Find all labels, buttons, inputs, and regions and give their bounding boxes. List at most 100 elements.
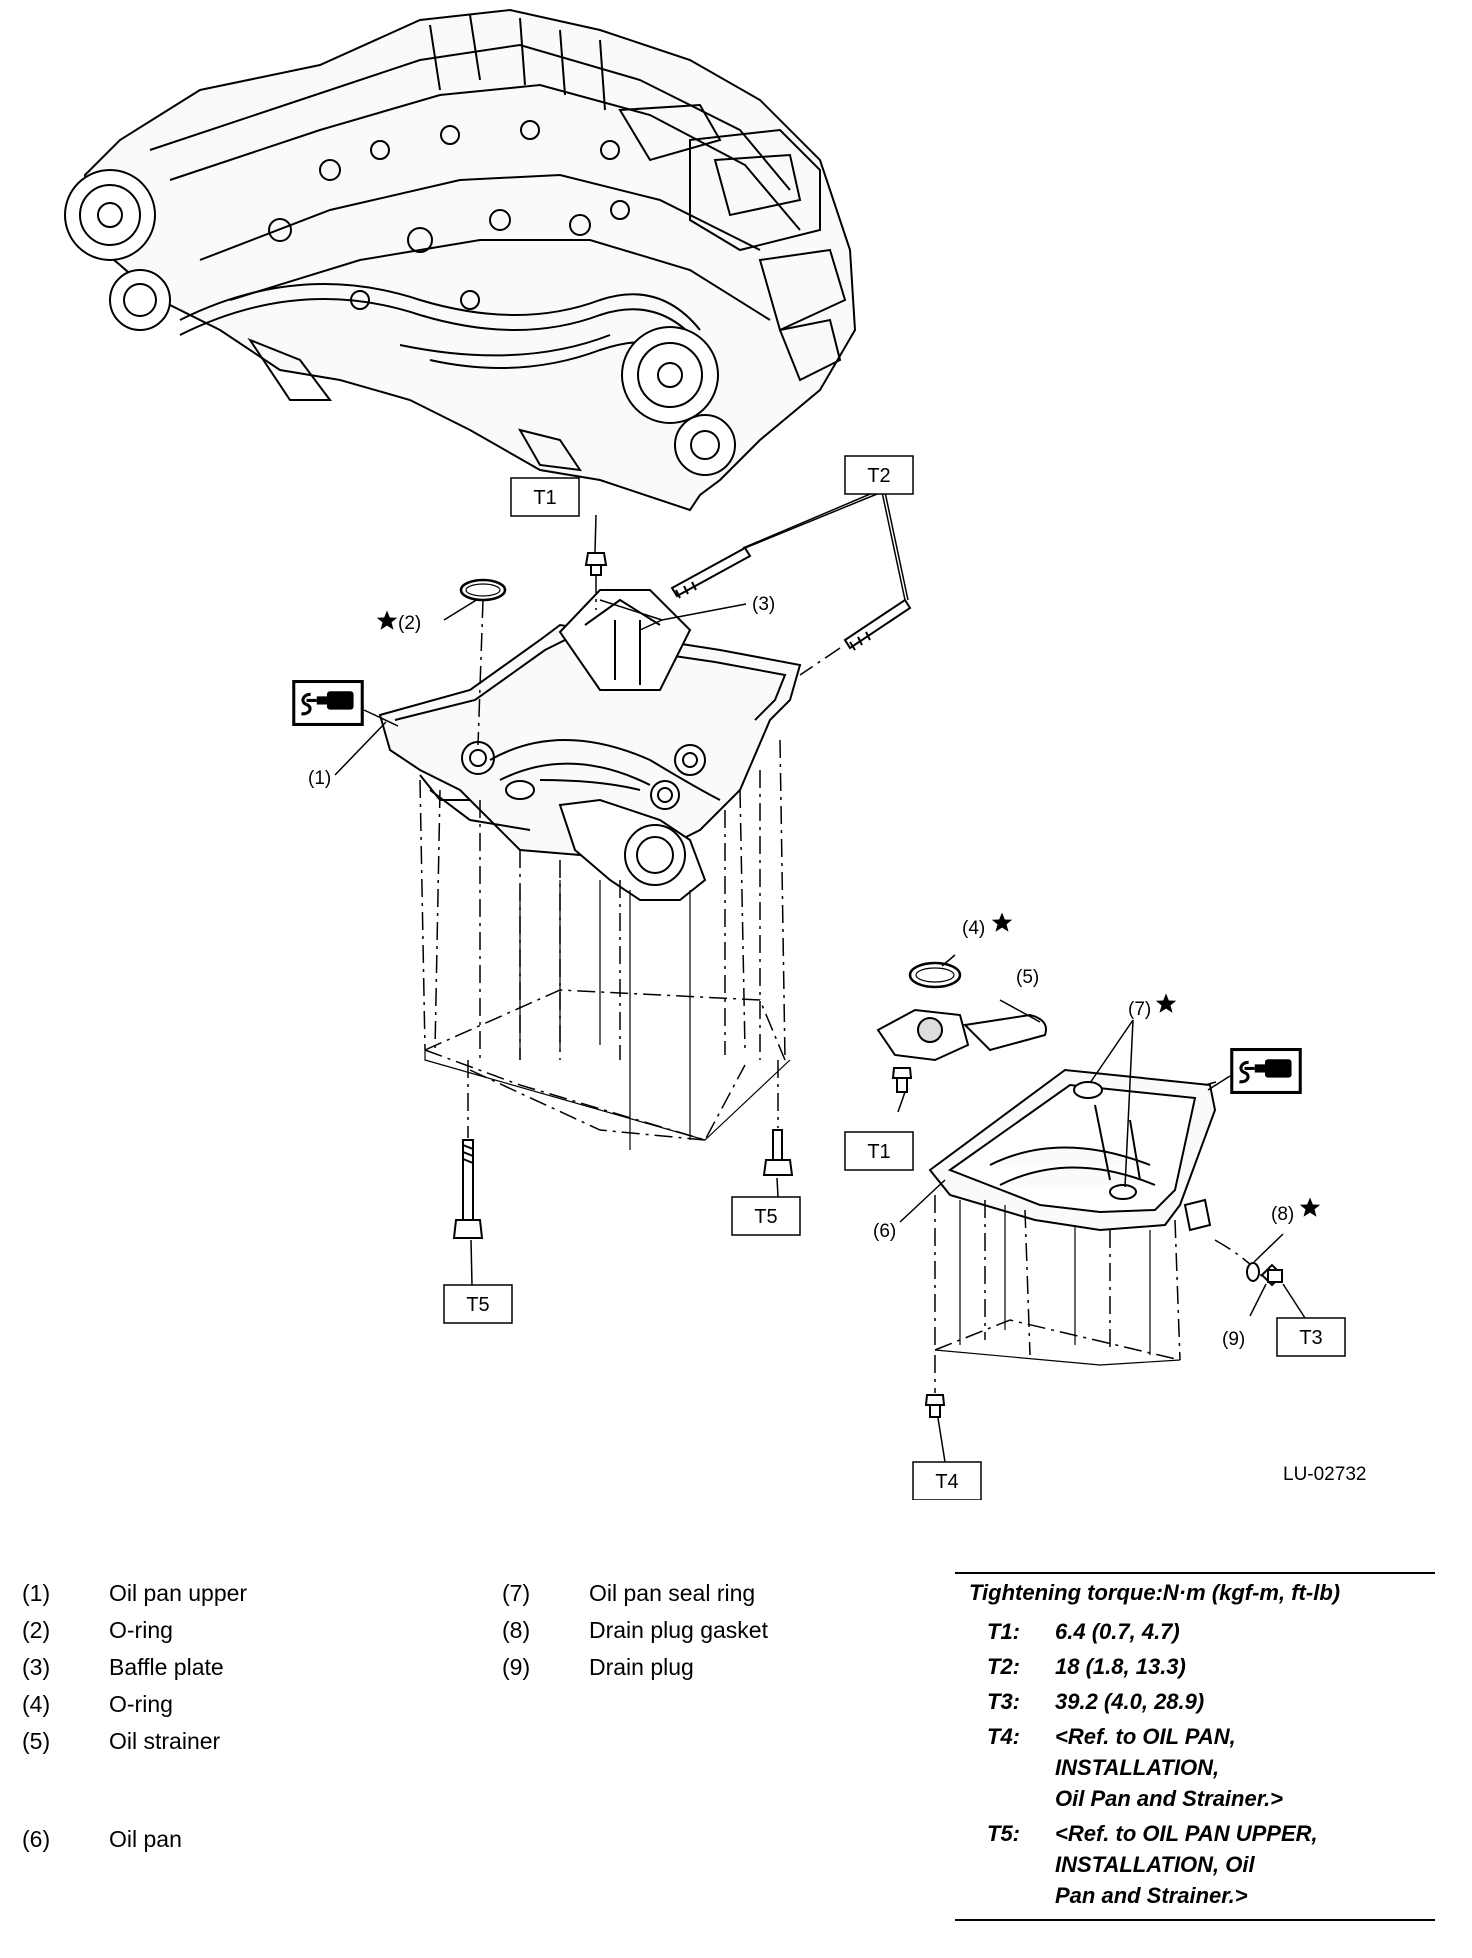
legend-text: O-ring [109, 1691, 173, 1717]
torque-value: 6.4 (0.7, 4.7) [1055, 1619, 1180, 1644]
legend-text: O-ring [109, 1617, 173, 1643]
torque-callout-t1-strainer: T1 [844, 1131, 914, 1171]
legend-item: (5) Oil strainer [0, 1723, 480, 1760]
legend-number: (1) [22, 1580, 51, 1606]
engine-block-drawing [64, 8, 857, 512]
drain-plug-gasket [1246, 1262, 1260, 1282]
bolt-t1-strainer [891, 1067, 913, 1093]
legend-text: Oil strainer [109, 1728, 221, 1754]
torque-code: T3: [987, 1689, 1020, 1714]
torque-title: Tightening torque:N·m (kgf-m, ft-lb) [969, 1580, 1341, 1605]
bolt-t5-long [452, 1139, 484, 1239]
torque-value-line: Pan and Strainer.> [1055, 1883, 1248, 1908]
o-ring-2 [459, 578, 507, 602]
torque-table: Tightening torque:N·m (kgf-m, ft-lb) T1:… [955, 1572, 1435, 1921]
legend-number: (6) [22, 1826, 51, 1852]
legend-number: (3) [22, 1654, 51, 1680]
drain-plug-drawing [1260, 1263, 1284, 1287]
legend-number: (9) [502, 1654, 531, 1680]
svg-text:T4: T4 [935, 1471, 958, 1493]
torque-value-line: <Ref. to OIL PAN UPPER, [1055, 1821, 1318, 1846]
torque-code: T4: [987, 1724, 1020, 1749]
legend-number: (8) [502, 1617, 531, 1643]
legend-item: (8) Drain plug gasket [480, 1612, 950, 1649]
torque-code: T1: [987, 1619, 1020, 1644]
legend-number: (2) [22, 1617, 51, 1643]
torque-callout-t1-top: T1 [510, 477, 580, 517]
torque-callout-t5-right: T5 [731, 1196, 801, 1236]
svg-text:T5: T5 [466, 1294, 489, 1316]
sealant-tube-icon [292, 680, 364, 726]
torque-row-t2: T2: 18 (1.8, 13.3) [955, 1647, 1435, 1682]
legend-item: (6) Oil pan [0, 1821, 480, 1858]
bolt-t1-top [584, 552, 608, 576]
drawing-code: LU-02732 [1283, 1464, 1366, 1485]
oil-pan-phantom-solid [934, 1200, 1181, 1366]
sealant-tube-icon [1230, 1048, 1302, 1094]
torque-value: 18 (1.8, 13.3) [1055, 1654, 1186, 1679]
callout-part-5: (5) [1016, 967, 1039, 988]
torque-row-t1: T1: 6.4 (0.7, 4.7) [955, 1612, 1435, 1647]
legend-item: (1) Oil pan upper [0, 1575, 480, 1612]
legend-item: (7) Oil pan seal ring [480, 1575, 950, 1612]
torque-row-t5: T5: <Ref. to OIL PAN UPPER, INSTALLATION… [955, 1814, 1435, 1911]
phantom-outline-solid [424, 880, 791, 1150]
legend-text: Drain plug gasket [589, 1617, 768, 1643]
svg-text:T5: T5 [754, 1206, 777, 1228]
svg-text:T1: T1 [867, 1141, 890, 1163]
star-icon [1155, 993, 1177, 1013]
stud-bolts-t2 [670, 546, 912, 651]
callout-part-1: (1) [308, 768, 331, 789]
legend-text: Oil pan upper [109, 1580, 248, 1606]
oil-strainer-drawing [876, 1008, 1047, 1062]
legend-text: Baffle plate [109, 1654, 224, 1680]
svg-text:T3: T3 [1299, 1327, 1322, 1349]
legend-column-2: (7) Oil pan seal ring (8) Drain plug gas… [480, 1575, 950, 1686]
star-icon [376, 610, 398, 630]
torque-code: T2: [987, 1654, 1020, 1679]
torque-row-t4: T4: <Ref. to OIL PAN, INSTALLATION, Oil … [955, 1717, 1435, 1814]
callout-part-9: (9) [1222, 1329, 1245, 1350]
svg-text:T1: T1 [533, 487, 556, 509]
oil-pan-drawing [928, 1068, 1217, 1232]
legend-number: (5) [22, 1728, 51, 1754]
callout-part-6: (6) [873, 1221, 896, 1242]
legend-item: (3) Baffle plate [0, 1649, 480, 1686]
torque-value: <Ref. to OIL PAN UPPER, INSTALLATION, Oi… [1055, 1818, 1435, 1911]
torque-value: 39.2 (4.0, 28.9) [1055, 1689, 1205, 1714]
legend-text: Drain plug [589, 1654, 694, 1680]
torque-callout-t5-left: T5 [443, 1284, 513, 1324]
legend-item: (9) Drain plug [480, 1649, 950, 1686]
torque-row-t3: T3: 39.2 (4.0, 28.9) [955, 1682, 1435, 1717]
legend-number: (4) [22, 1691, 51, 1717]
leader-lines [334, 491, 1306, 1463]
exploded-diagram: T1 T2 T1 T5 T5 T3 T4 (1) (2) (3) (4) (5)… [64, 8, 1366, 1500]
legend-text: Oil pan [109, 1826, 182, 1852]
star-icon [991, 912, 1013, 932]
torque-value-line: INSTALLATION, [1055, 1755, 1220, 1780]
table-top-rule [955, 1572, 1435, 1574]
legend-item: (4) O-ring [0, 1686, 480, 1723]
oil-pan-upper-drawing [378, 589, 802, 901]
torque-value-line: INSTALLATION, Oil [1055, 1852, 1255, 1877]
legend-column-1: (1) Oil pan upper (2) O-ring (3) Baffle … [0, 1575, 480, 1858]
callout-part-4: (4) [962, 918, 985, 939]
o-ring-4 [908, 961, 962, 989]
torque-value-line: Oil Pan and Strainer.> [1055, 1786, 1284, 1811]
star-icon [1299, 1197, 1321, 1217]
legend-number: (7) [502, 1580, 531, 1606]
torque-value-line: <Ref. to OIL PAN, [1055, 1724, 1236, 1749]
torque-code: T5: [987, 1821, 1020, 1846]
table-bottom-rule [955, 1919, 1435, 1921]
callout-part-8: (8) [1271, 1204, 1294, 1225]
legend-text: Oil pan seal ring [589, 1580, 756, 1606]
torque-value: <Ref. to OIL PAN, INSTALLATION, Oil Pan … [1055, 1721, 1435, 1814]
torque-callout-t2: T2 [844, 455, 914, 495]
torque-callout-t3: T3 [1276, 1317, 1346, 1357]
callout-part-3: (3) [752, 594, 775, 615]
torque-callout-t4: T4 [912, 1461, 982, 1500]
svg-text:T2: T2 [867, 465, 890, 487]
legend-item: (2) O-ring [0, 1612, 480, 1649]
bolt-t5-short [762, 1129, 794, 1176]
callout-part-7: (7) [1128, 999, 1151, 1020]
